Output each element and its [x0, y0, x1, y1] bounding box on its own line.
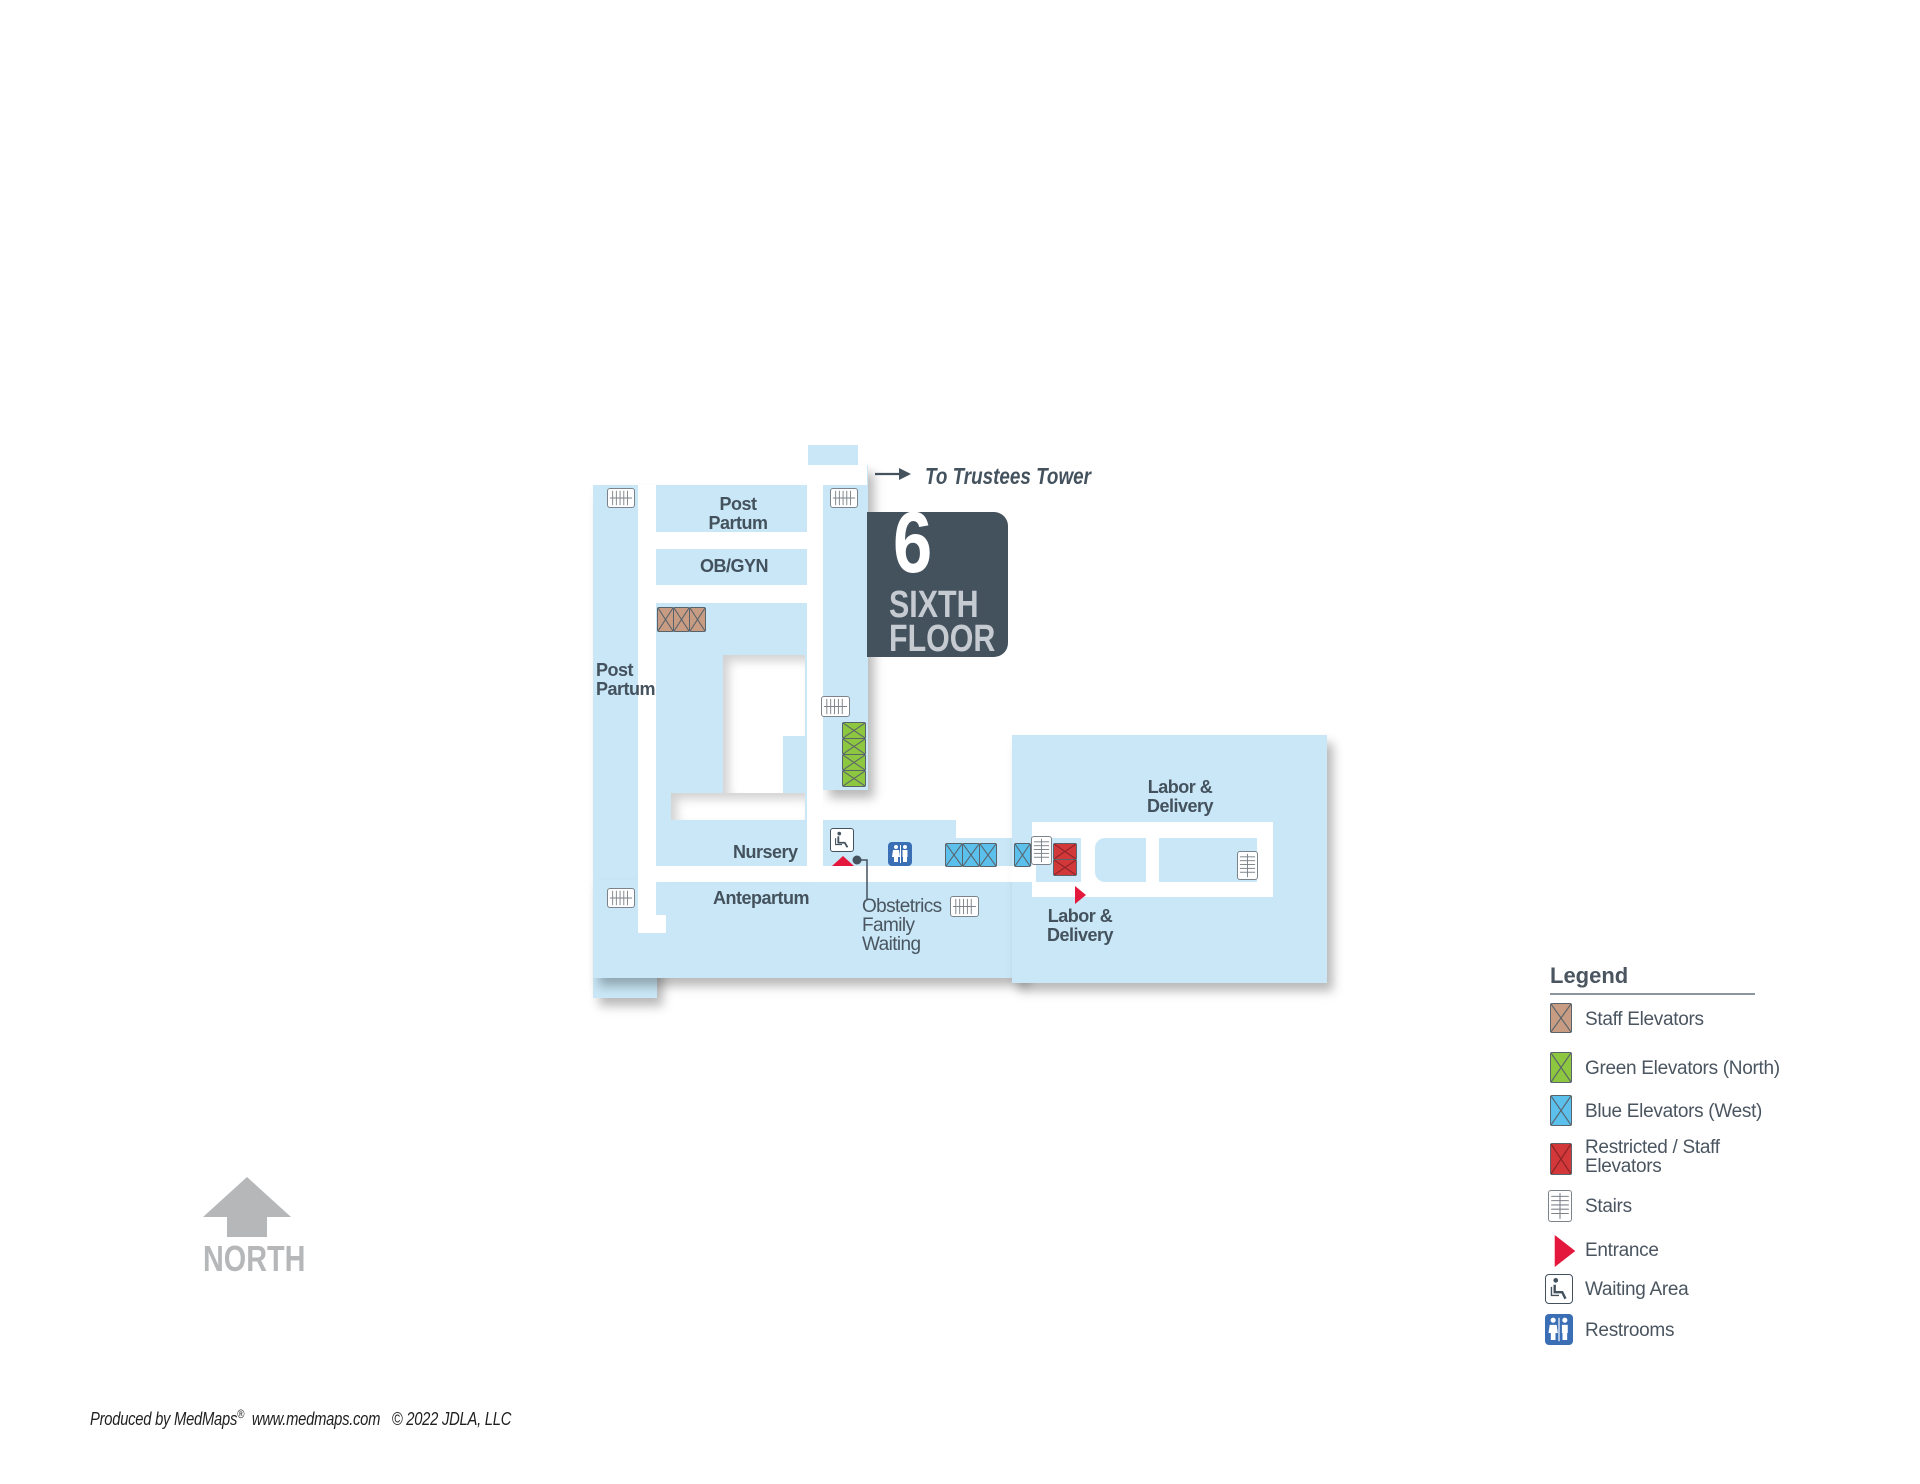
footer-credits: Produced by MedMaps® www.medmaps.com © 2…	[90, 1407, 511, 1430]
restricted-elevator-icon[interactable]	[1053, 843, 1077, 860]
footer-produced-by: Produced by MedMaps	[90, 1409, 238, 1429]
stairs-icon[interactable]	[821, 696, 850, 717]
labor-delivery-corridor-link	[1010, 866, 1040, 882]
blue-elevator-icon[interactable]	[979, 843, 997, 867]
stairs-icon	[1548, 1190, 1572, 1222]
legend-item-restricted-elevators: Restricted / Staff Elevators	[1548, 1138, 1848, 1187]
waiting-area-icon[interactable]	[830, 828, 854, 852]
blue-elevator-icon[interactable]	[1014, 843, 1031, 867]
legend-label: Blue Elevators (West)	[1585, 1101, 1763, 1122]
footer-registered-mark: ®	[237, 1407, 245, 1421]
legend-label: Stairs	[1585, 1196, 1632, 1217]
blue-elevator-icon	[1550, 1095, 1572, 1126]
label-obstetrics-family-waiting: Obstetrics Family Waiting	[862, 896, 942, 955]
to-trustees-tower-label[interactable]: To Trustees Tower	[925, 463, 1091, 489]
north-arrow-icon	[203, 1177, 291, 1237]
floor-number: 6	[893, 495, 933, 591]
post-partum-top-room	[656, 485, 808, 532]
legend-item-waiting-area: Waiting Area	[1545, 1274, 1848, 1308]
blue-elevator-icon[interactable]	[945, 843, 963, 867]
stairs-icon[interactable]	[607, 488, 635, 508]
legend-divider	[1550, 993, 1755, 995]
legend-item-staff-elevators: Staff Elevators	[1548, 1003, 1848, 1037]
legend-label: Restrooms	[1585, 1320, 1675, 1341]
floor-name: SIXTH FLOOR	[889, 584, 996, 660]
ob-gyn-room	[656, 549, 808, 585]
legend-item-restrooms: Restrooms	[1545, 1314, 1848, 1348]
arrow-right-icon	[875, 468, 911, 480]
staff-elevator-icon[interactable]	[689, 607, 706, 632]
label-antepartum: Antepartum	[713, 888, 810, 908]
label-ob-gyn: OB/GYN	[699, 556, 769, 576]
legend-item-green-elevators: Green Elevators (North)	[1548, 1052, 1848, 1086]
stairs-icon[interactable]	[950, 896, 979, 917]
legend-label: Waiting Area	[1585, 1279, 1689, 1300]
green-elevator-icon[interactable]	[842, 754, 866, 771]
label-labor-delivery-bottom: Labor & Delivery	[1046, 906, 1114, 945]
floor-badge	[867, 512, 1008, 657]
corridor-main-horizontal	[656, 866, 1036, 882]
restricted-elevator-icon[interactable]	[1053, 859, 1077, 876]
labor-delivery-inner-room-2	[1095, 838, 1146, 882]
restricted-elevator-icon	[1550, 1143, 1572, 1175]
corridor-north-1	[656, 532, 808, 549]
legend-label: Restricted / Staff Elevators	[1585, 1137, 1720, 1177]
green-elevator-icon[interactable]	[842, 770, 866, 787]
stairs-icon[interactable]	[830, 488, 858, 508]
legend-item-stairs: Stairs	[1548, 1190, 1848, 1224]
staff-elevator-icon[interactable]	[673, 607, 690, 632]
corridor-north-2	[656, 585, 808, 603]
corridor-west-vertical	[638, 485, 656, 933]
stairs-icon[interactable]	[1031, 836, 1052, 865]
green-elevator-icon[interactable]	[842, 722, 866, 739]
stairs-icon[interactable]	[607, 888, 635, 908]
north-column-stub	[808, 445, 858, 465]
legend-item-blue-elevators: Blue Elevators (West)	[1548, 1095, 1848, 1129]
green-elevator-icon[interactable]	[842, 738, 866, 755]
waiting-area-icon	[1545, 1274, 1573, 1304]
staff-elevator-icon[interactable]	[657, 607, 674, 632]
courtyard-lower	[671, 793, 805, 820]
legend-label: Entrance	[1585, 1240, 1659, 1261]
legend-item-entrance: Entrance	[1548, 1235, 1848, 1269]
courtyard-inner-room	[783, 736, 805, 793]
corridor-top-connector	[807, 465, 867, 485]
corridor-central-vertical	[807, 465, 823, 866]
entrance-icon	[1554, 1235, 1576, 1267]
leader-line	[852, 855, 868, 899]
entrance-icon[interactable]	[1075, 886, 1086, 904]
restrooms-icon[interactable]	[888, 842, 912, 866]
label-nursery: Nursery	[733, 842, 798, 862]
restrooms-icon	[1545, 1314, 1573, 1345]
north-label: NORTH	[203, 1238, 306, 1279]
legend-title: Legend	[1550, 963, 1629, 988]
label-post-partum-left: Post Partum	[596, 660, 656, 699]
footer-website-link[interactable]: www.medmaps.com	[251, 1409, 381, 1429]
blue-elevator-icon[interactable]	[962, 843, 980, 867]
label-labor-delivery-top: Labor & Delivery	[1146, 777, 1214, 816]
corridor-west-stub	[638, 915, 666, 933]
legend-label: Staff Elevators	[1585, 1009, 1704, 1030]
label-post-partum-top: Post Partum	[708, 494, 768, 533]
footer-copyright: © 2022 JDLA, LLC	[391, 1409, 512, 1429]
legend-label: Green Elevators (North)	[1585, 1058, 1780, 1079]
stairs-icon[interactable]	[1237, 851, 1258, 880]
staff-elevator-icon	[1550, 1003, 1572, 1033]
green-elevator-icon	[1550, 1052, 1572, 1083]
entrance-icon[interactable]	[832, 856, 854, 866]
